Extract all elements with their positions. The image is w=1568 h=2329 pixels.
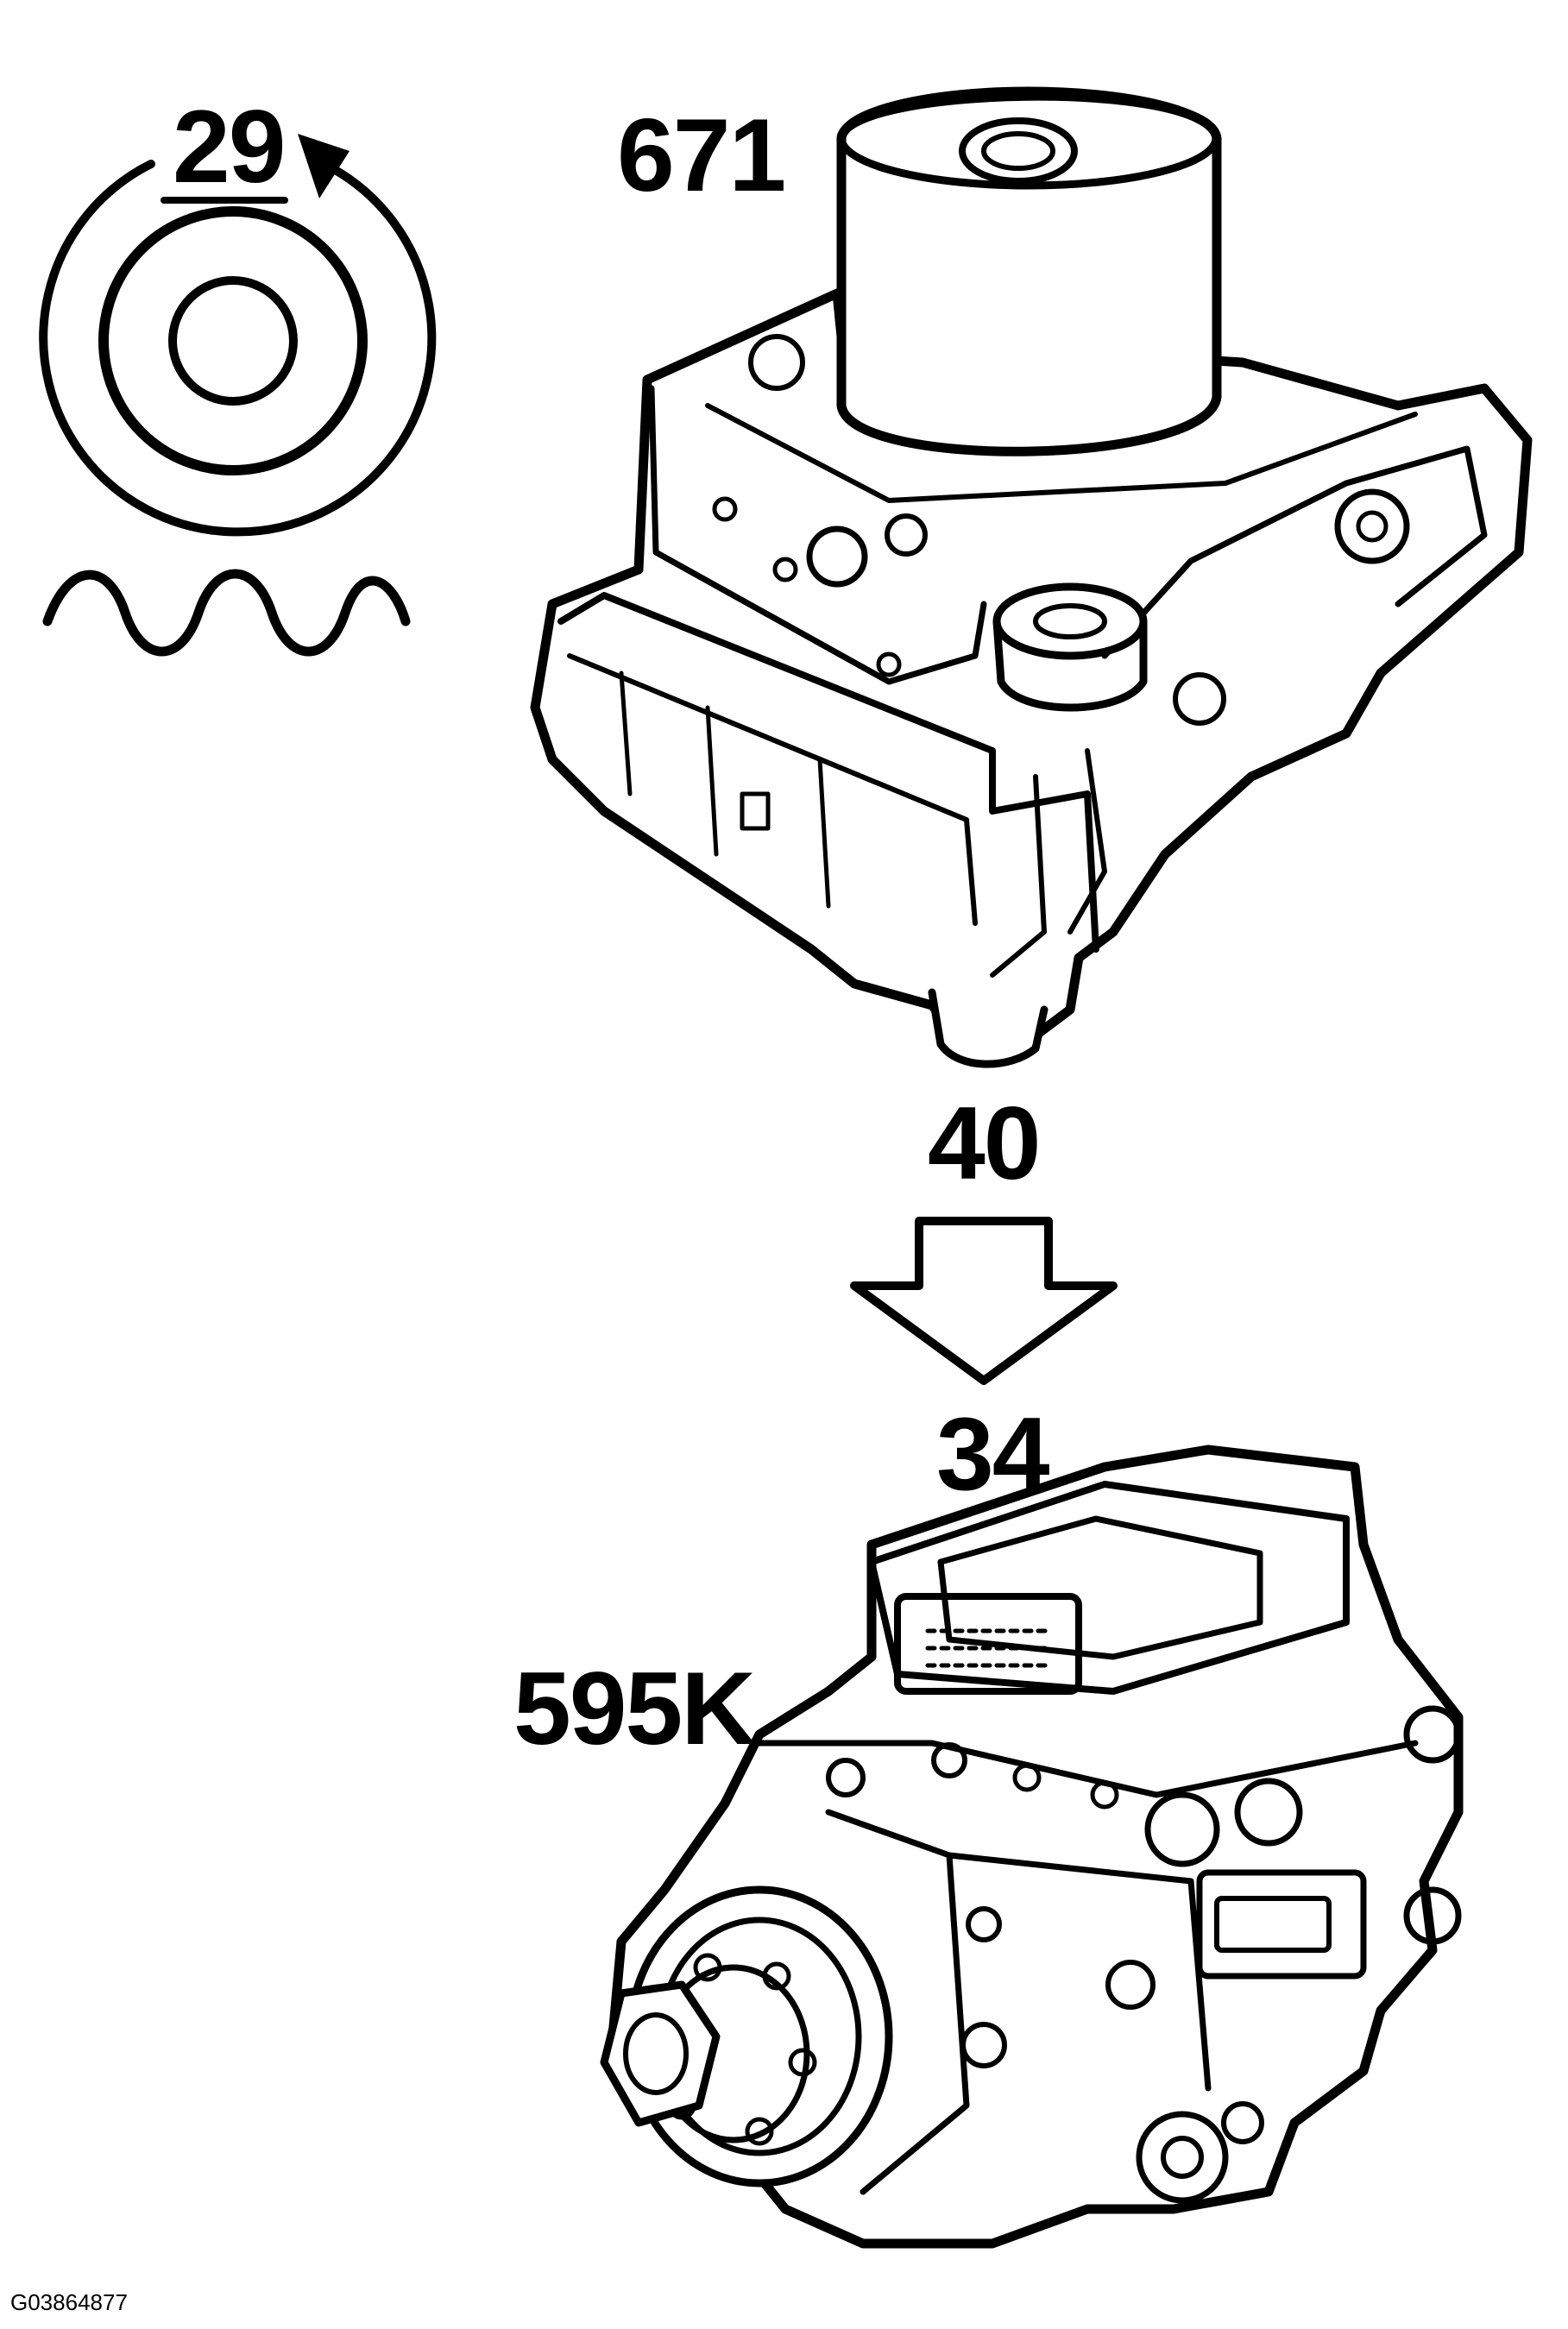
injection-pump-illustration bbox=[600, 1445, 1464, 2249]
connector-pins bbox=[925, 1628, 1051, 1668]
hydraulic-module-illustration bbox=[530, 86, 1533, 1068]
pump-bolts bbox=[826, 1705, 1462, 2204]
rotation-arrow-icon bbox=[39, 134, 437, 537]
pump-number-label: 595K bbox=[513, 1651, 756, 1766]
wave-symbol-icon bbox=[42, 569, 411, 657]
tightening-angle-label: 40 bbox=[928, 1086, 1041, 1201]
module-number-label: 671 bbox=[617, 98, 786, 213]
drive-hub bbox=[600, 1885, 893, 2187]
pump-torque-label: 34 bbox=[936, 1396, 1049, 1512]
down-arrow-icon bbox=[850, 1217, 1118, 1385]
figure-id-label: G03864877 bbox=[10, 2289, 128, 2315]
torque-value-label: 29 bbox=[173, 89, 286, 205]
